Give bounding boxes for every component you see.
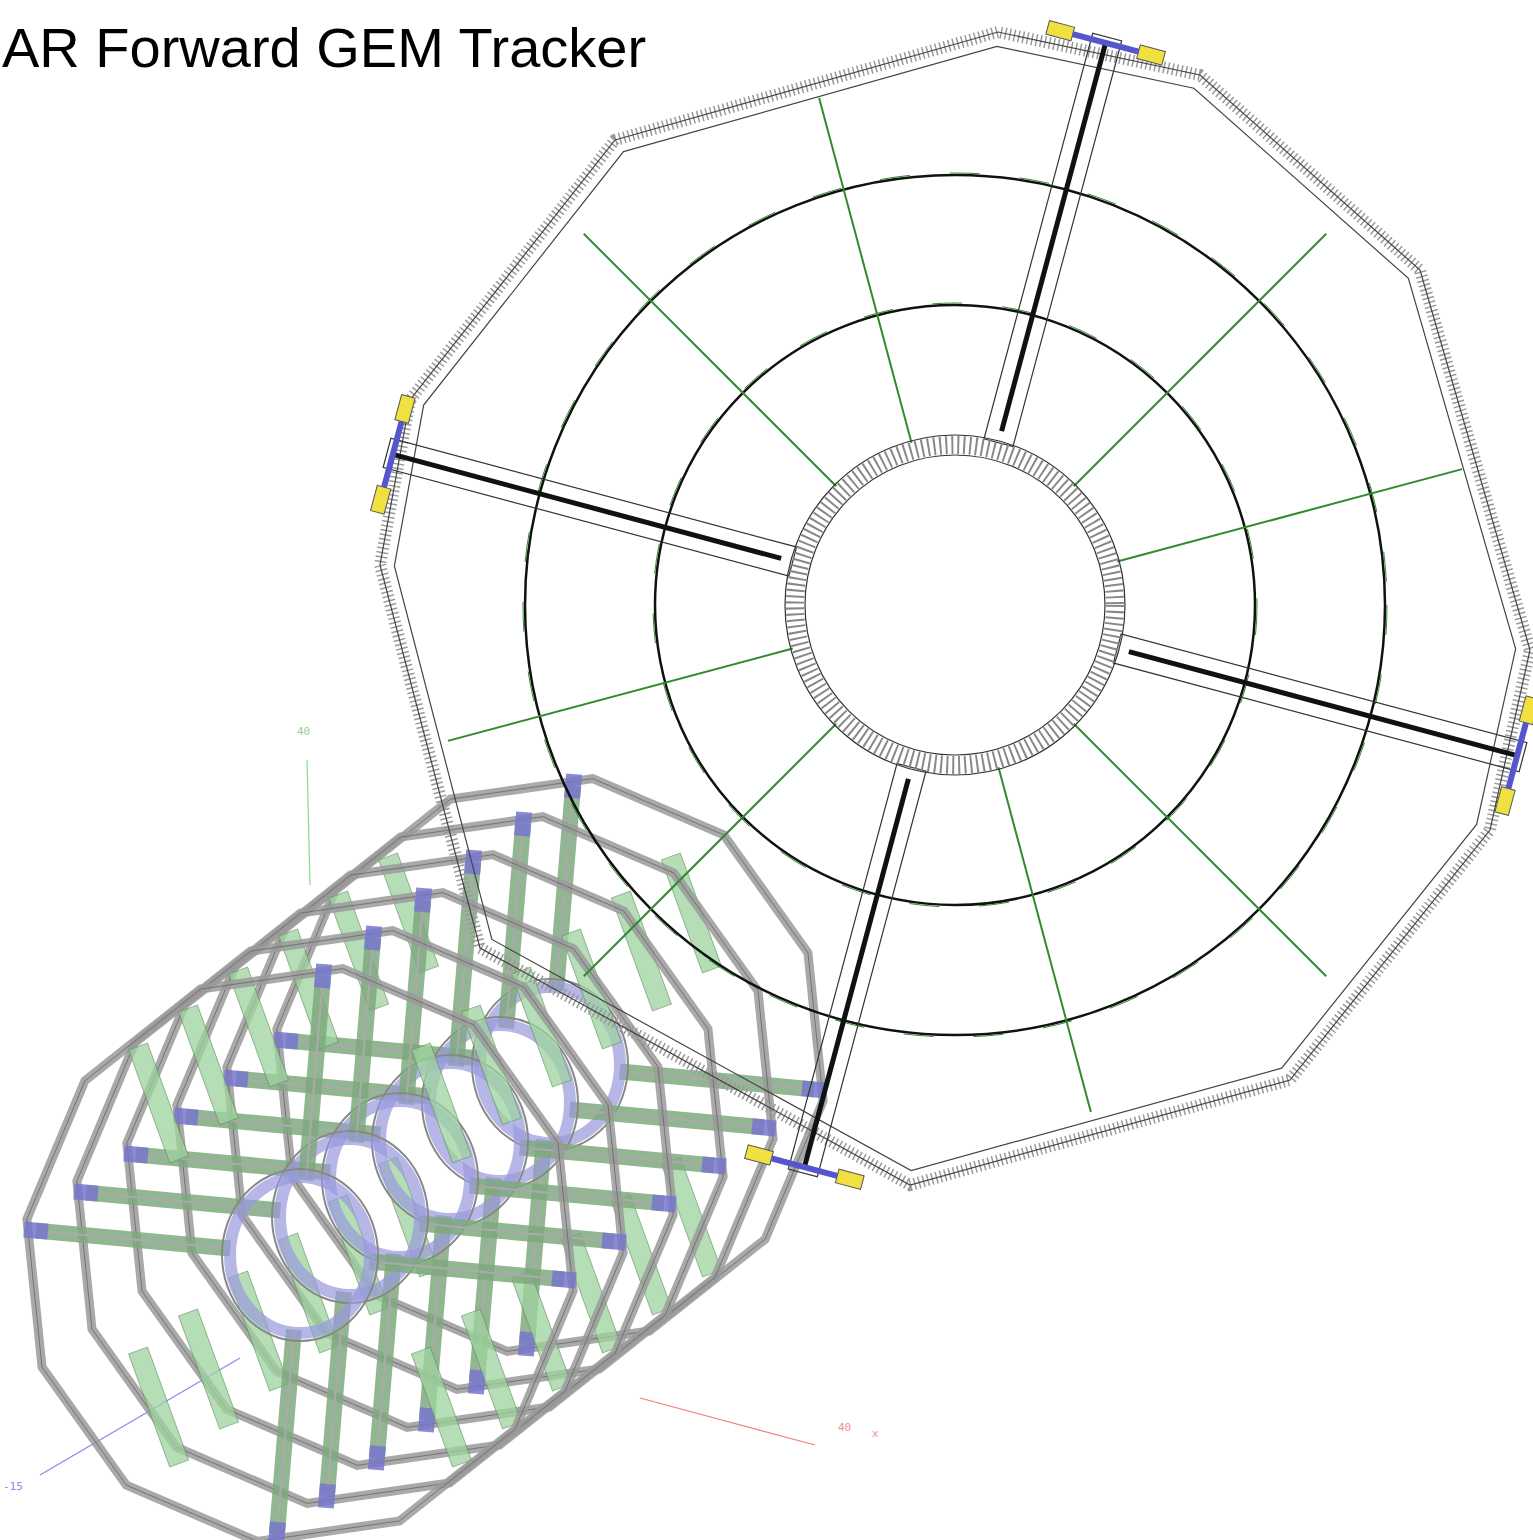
readout-blue (1505, 722, 1528, 789)
readout-module (514, 811, 532, 836)
readout-module (273, 1032, 298, 1050)
support-bar-edge (420, 1224, 614, 1242)
support-bar-core (1002, 45, 1106, 431)
axis-label: -15 (3, 1481, 23, 1492)
support-bar-edge (306, 976, 323, 1180)
title: AR Forward GEM Tracker (2, 20, 646, 76)
gem-panel (462, 1309, 522, 1429)
readout-blue (1072, 31, 1139, 54)
readout-yellow (1495, 787, 1515, 816)
support-bar (420, 1224, 614, 1242)
green-spoke (584, 724, 836, 976)
readout-module (368, 1445, 386, 1470)
gem-panel (412, 1043, 472, 1163)
readout-yellow (395, 395, 415, 424)
readout-module (223, 1070, 248, 1088)
support-ring (525, 175, 1385, 1035)
readout-yellow (835, 1169, 864, 1189)
readout-module (268, 1521, 286, 1540)
readout-module (751, 1118, 776, 1136)
support-bar (370, 1262, 564, 1280)
readout-blue (381, 421, 404, 488)
readout-yellow (1519, 696, 1533, 725)
hub-ring-edge (272, 1131, 428, 1303)
support-bar-body (788, 763, 926, 1176)
readout-yellow (1046, 21, 1075, 41)
readout-yellow (745, 1145, 774, 1165)
support-bar-edge (36, 1231, 230, 1249)
readout-module (123, 1146, 148, 1164)
readout-yellow (371, 485, 391, 514)
support-bar-body (383, 438, 796, 576)
hub-ring (230, 1177, 370, 1333)
outer-frame-edge (394, 46, 1515, 1170)
readout-module (414, 887, 432, 912)
readout-module (73, 1184, 98, 1202)
support-bar-core (395, 455, 781, 559)
support-bar (1102, 591, 1533, 816)
hub-edge (785, 435, 1125, 775)
readout-module (314, 963, 332, 988)
readout-module (364, 925, 382, 950)
gem-panel (179, 1005, 239, 1125)
readout-module (564, 773, 582, 798)
readout-blue (771, 1155, 838, 1178)
axis-label: x (872, 1428, 879, 1439)
outer-frame-hatch (380, 32, 1530, 1185)
disk-frame (27, 969, 573, 1540)
green-spoke (584, 234, 836, 486)
readout-module (23, 1222, 48, 1240)
support-bar (356, 938, 373, 1142)
support-bar-edge (277, 1330, 294, 1534)
hub-hatch (795, 445, 1115, 765)
green-spoke (819, 98, 911, 443)
axis-line (307, 760, 310, 885)
axis-label: 40 (838, 1422, 851, 1433)
support-bar (941, 21, 1166, 459)
readout-module (701, 1156, 726, 1174)
support-bar-edge (356, 938, 373, 1142)
support-bar-edge (370, 1262, 564, 1280)
gem-panel (129, 1347, 189, 1467)
readout-module (464, 849, 482, 874)
readout-module (651, 1194, 676, 1212)
support-bar-core (1129, 652, 1515, 756)
axis-label: 40 (297, 726, 310, 737)
gem-panel (412, 1347, 472, 1467)
disk-frame-edge (27, 969, 573, 1540)
green-spoke (1074, 234, 1326, 486)
axis-line (640, 1398, 815, 1445)
hub-edge (805, 455, 1105, 755)
support-bar-core (805, 779, 909, 1165)
readout-module (601, 1232, 626, 1250)
support-ring-green (523, 173, 1387, 1037)
green-spoke (448, 648, 793, 740)
outer-frame-edge (380, 32, 1530, 1185)
readout-module (318, 1483, 336, 1508)
gem-panel (129, 1043, 189, 1163)
support-bar (277, 1330, 294, 1534)
detector-stack (23, 773, 826, 1540)
readout-module (173, 1108, 198, 1126)
green-spoke (998, 767, 1090, 1112)
readout-yellow (1137, 45, 1166, 65)
hub-ring-edge (222, 1169, 378, 1341)
support-bar (371, 395, 809, 620)
gem-disk (371, 21, 1533, 1190)
green-spoke (1117, 469, 1462, 561)
support-bar (36, 1231, 230, 1249)
support-bar (306, 976, 323, 1180)
readout-module (551, 1270, 576, 1288)
support-bar (745, 752, 970, 1190)
support-bar-body (984, 33, 1122, 446)
support-bar-body (1113, 634, 1526, 772)
green-spoke (1074, 724, 1326, 976)
gem-panel (179, 1309, 239, 1429)
